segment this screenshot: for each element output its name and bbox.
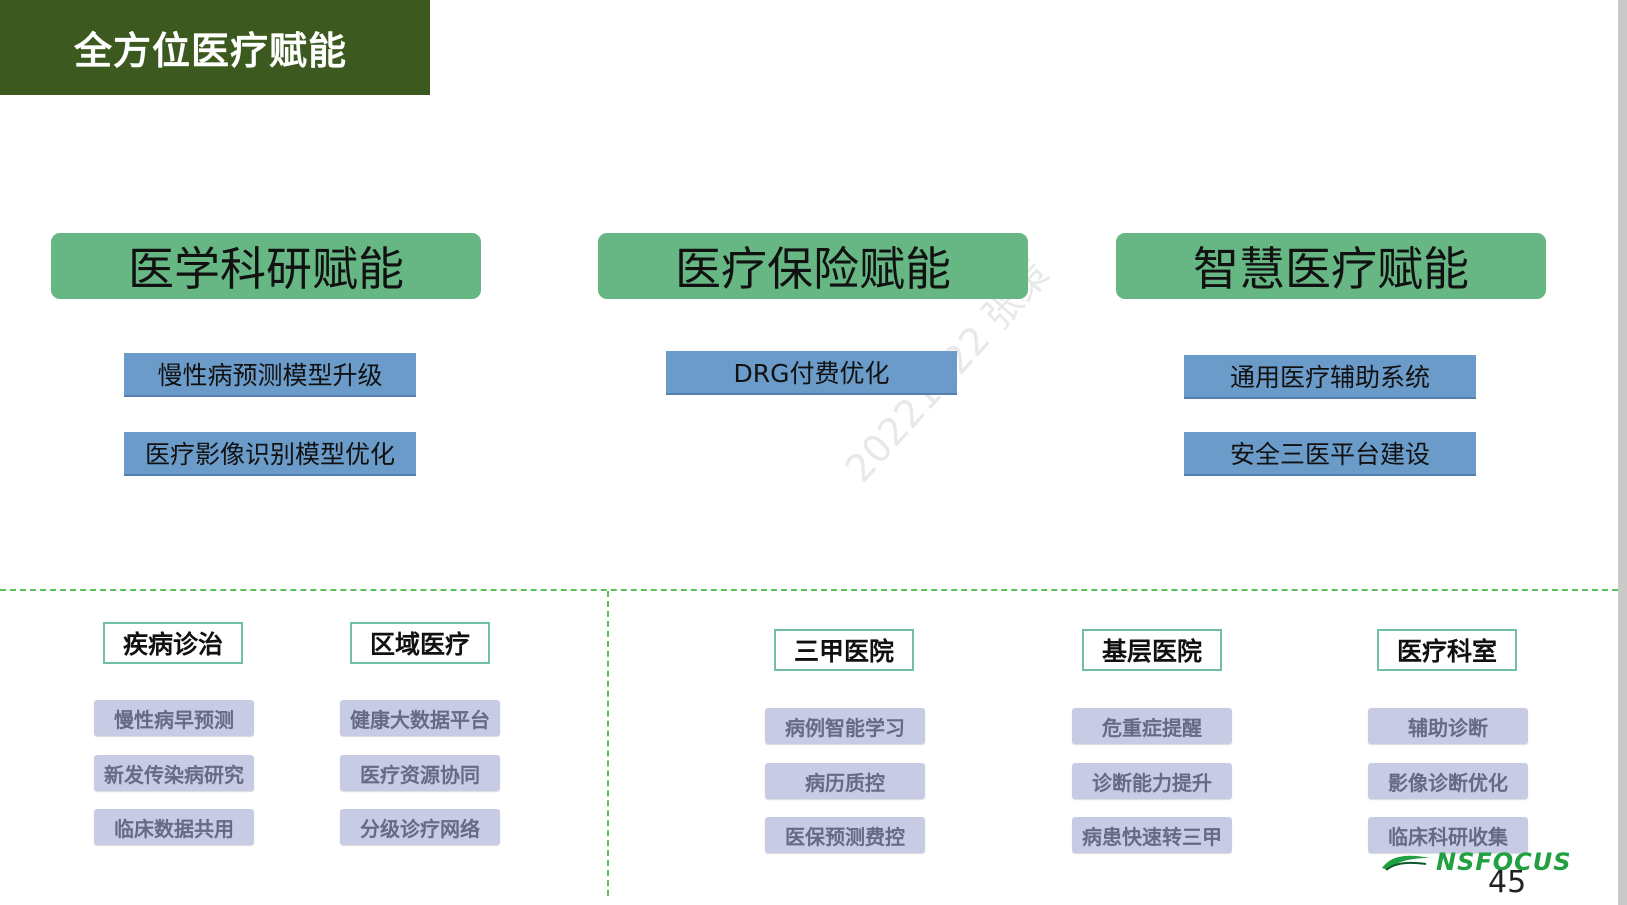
- group-regional-item-3: 分级诊疗网络: [340, 809, 500, 845]
- group-department-item-3: 临床科研收集: [1368, 817, 1528, 853]
- group-grassroots-item-2: 诊断能力提升: [1072, 763, 1232, 799]
- title-banner: 全方位医疗赋能: [0, 0, 430, 95]
- group-header-grassroots: 基层医院: [1082, 629, 1222, 671]
- logo-text: NSFOCUS: [1436, 848, 1572, 876]
- group-header-regional: 区域医疗: [350, 622, 490, 664]
- vertical-divider: [607, 591, 609, 896]
- group-disease-item-1: 慢性病早预测: [94, 700, 254, 736]
- insurance-item-1: DRG付费优化: [666, 351, 957, 395]
- category-insurance: 医疗保险赋能: [598, 233, 1028, 299]
- group-tier3-item-3: 医保预测费控: [765, 817, 925, 853]
- nsfocus-logo-icon: [1382, 855, 1430, 871]
- category-smart-medical: 智慧医疗赋能: [1116, 233, 1546, 299]
- smart-item-1: 通用医疗辅助系统: [1184, 355, 1476, 399]
- smart-item-2: 安全三医平台建设: [1184, 432, 1476, 476]
- group-department-item-2: 影像诊断优化: [1368, 763, 1528, 799]
- group-grassroots-item-1: 危重症提醒: [1072, 708, 1232, 744]
- group-tier3-item-2: 病历质控: [765, 763, 925, 799]
- group-department-item-1: 辅助诊断: [1368, 708, 1528, 744]
- group-tier3-item-1: 病例智能学习: [765, 708, 925, 744]
- group-header-tier3: 三甲医院: [774, 629, 914, 671]
- group-header-disease: 疾病诊治: [103, 622, 243, 664]
- slide-title: 全方位医疗赋能: [74, 29, 348, 73]
- group-grassroots-item-3: 病患快速转三甲: [1072, 817, 1232, 853]
- right-edge-bar: [1618, 0, 1627, 905]
- research-item-1: 慢性病预测模型升级: [124, 353, 416, 397]
- group-disease-item-3: 临床数据共用: [94, 809, 254, 845]
- category-research: 医学科研赋能: [51, 233, 481, 299]
- group-regional-item-2: 医疗资源协同: [340, 755, 500, 791]
- group-header-department: 医疗科室: [1377, 629, 1517, 671]
- research-item-2: 医疗影像识别模型优化: [124, 432, 416, 476]
- nsfocus-logo: NSFOCUS: [1380, 848, 1572, 876]
- group-disease-item-2: 新发传染病研究: [94, 755, 254, 791]
- group-regional-item-1: 健康大数据平台: [340, 700, 500, 736]
- page-number: 45: [1488, 865, 1527, 900]
- horizontal-divider: [0, 589, 1618, 591]
